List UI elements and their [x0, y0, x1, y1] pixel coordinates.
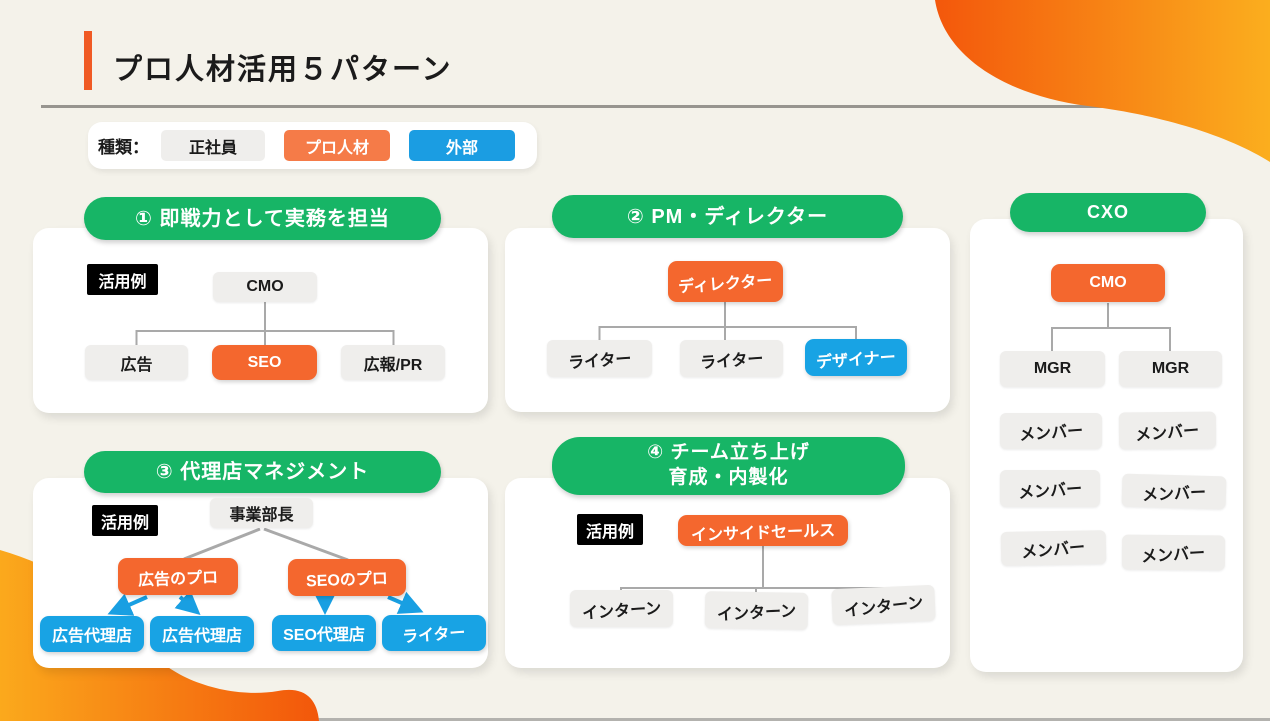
legend-label: 種類：: [98, 138, 149, 157]
panel-3-title-pill: ③ 代理店マネジメント: [84, 451, 441, 493]
node-p1-ads: 広告: [85, 345, 188, 380]
panel-5-title-pill: CXO: [1010, 193, 1206, 232]
node-p2-director: ディレクター: [668, 261, 783, 302]
title-accent-bar: [84, 31, 92, 90]
panel-3-example-badge: 活用例: [92, 505, 158, 536]
panel-4-title-line2: 育成・内製化: [668, 467, 789, 488]
node-p5-cmo: CMO: [1051, 264, 1165, 302]
panel-5-title: CXO: [1086, 201, 1129, 222]
node-p4-intern-1-label: インターン: [581, 599, 662, 623]
node-p3-seo-agency: SEO代理店: [272, 615, 376, 651]
node-p2-writer-1-label: ライター: [567, 350, 632, 372]
legend-bar: 種類： 正社員 プロ人材 外部: [88, 122, 537, 169]
node-p3-division-head: 事業部長: [210, 498, 313, 528]
legend-item-pro: プロ人材: [284, 130, 390, 161]
legend-item-external: 外部: [409, 130, 515, 161]
node-p3-writer-label: ライター: [401, 624, 467, 647]
panel-1-title: ① 即戦力として実務を担当: [135, 207, 390, 230]
node-p2-designer: デザイナー: [805, 339, 907, 376]
node-p5-member-3: メンバー: [1000, 470, 1100, 507]
panel-4-example-badge: 活用例: [577, 514, 643, 545]
node-p5-member-2: メンバー: [1118, 411, 1217, 450]
corner-blob-top-right: [935, 0, 1270, 162]
page-title: プロ人材活用５パターン: [113, 54, 453, 86]
node-p2-writer-2: ライター: [680, 340, 783, 377]
node-p4-inside-sales: インサイドセールス: [678, 515, 848, 546]
node-p1-cmo: CMO: [213, 272, 317, 302]
node-p5-member-6-label: メンバー: [1141, 544, 1207, 566]
node-p4-intern-3: インターン: [831, 584, 936, 626]
node-p3-ad-agency-1: 広告代理店: [40, 616, 144, 652]
node-p2-director-label: ディレクター: [678, 272, 774, 296]
node-p4-intern-2-label: インターン: [716, 602, 797, 624]
node-p5-member-1: メンバー: [1000, 413, 1102, 449]
node-p3-seo-pro-label: SEOのプロ: [305, 570, 389, 590]
node-p1-seo: SEO: [212, 345, 317, 380]
panel-2-title-pill: ② PM・ディレクター: [552, 195, 903, 238]
panel-1-card: [33, 228, 488, 413]
legend-item-employee: 正社員: [161, 130, 265, 161]
node-p5-member-6: メンバー: [1121, 534, 1226, 571]
node-p2-writer-2-label: ライター: [699, 350, 764, 372]
node-p2-writer-1: ライター: [547, 340, 652, 377]
node-p5-mgr-2: MGR: [1119, 351, 1222, 387]
panel-1-example-badge: 活用例: [87, 264, 158, 295]
node-p2-designer-label: デザイナー: [815, 348, 897, 372]
panel-3-title: ③ 代理店マネジメント: [155, 461, 370, 483]
node-p5-member-3-label: メンバー: [1017, 480, 1083, 502]
bottom-edge-line: [0, 718, 1270, 721]
panel-2-card: [505, 228, 950, 412]
node-p5-member-5-label: メンバー: [1021, 539, 1087, 562]
node-p4-intern-2: インターン: [704, 591, 809, 630]
node-p4-intern-3-label: インターン: [843, 594, 925, 621]
panel-4-card: [505, 478, 950, 668]
node-p5-member-1-label: メンバー: [1018, 422, 1084, 445]
node-p3-ads-pro: 広告のプロ: [118, 558, 238, 595]
node-p5-member-5: メンバー: [1000, 530, 1107, 566]
panel-1-title-pill: ① 即戦力として実務を担当: [84, 197, 441, 240]
node-p3-writer: ライター: [382, 615, 486, 651]
node-p5-member-4-label: メンバー: [1141, 484, 1207, 504]
panel-2-title: ② PM・ディレクター: [626, 205, 829, 228]
node-p3-seo-pro: SEOのプロ: [288, 559, 406, 596]
node-p5-member-4: メンバー: [1121, 473, 1227, 510]
node-p5-member-2-label: メンバー: [1135, 422, 1201, 444]
node-p4-inside-sales-label: インサイドセールス: [690, 521, 836, 545]
node-p3-ads-pro-label: 広告のプロ: [137, 569, 219, 589]
title-divider-rule: [41, 105, 1270, 108]
node-p5-mgr-1: MGR: [1000, 351, 1105, 387]
panel-4-title-pill: ④ チーム立ち上げ 育成・内製化: [552, 437, 905, 495]
node-p3-ad-agency-2: 広告代理店: [150, 616, 254, 652]
node-p4-intern-1: インターン: [570, 590, 673, 627]
panel-4-title-line1: ④ チーム立ち上げ: [647, 442, 810, 464]
node-p1-pr: 広報/PR: [341, 345, 445, 380]
